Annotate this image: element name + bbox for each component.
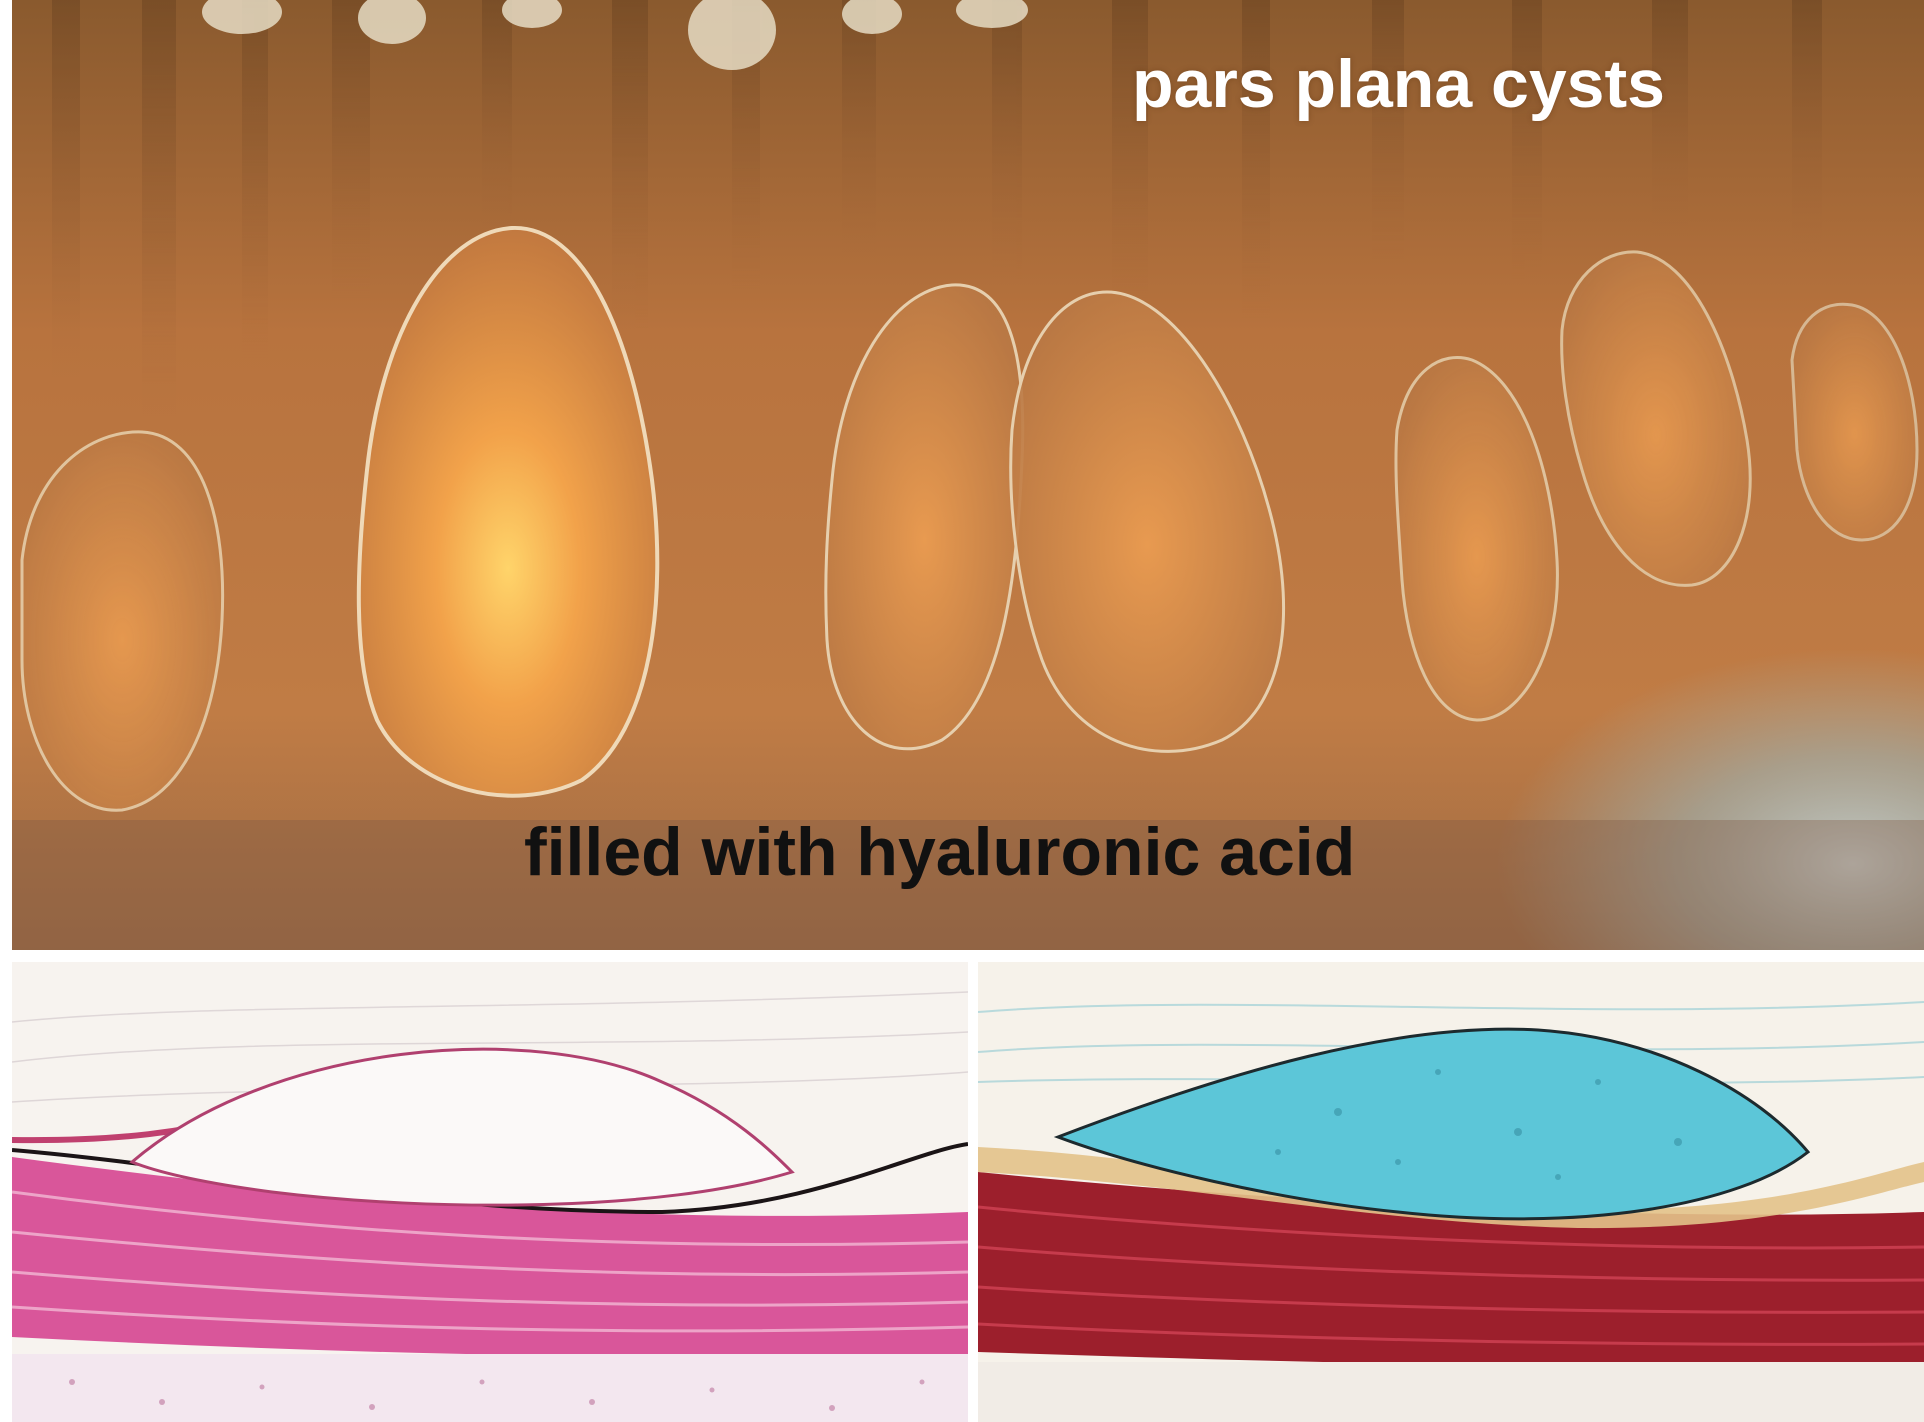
caption-hyaluronic-acid: filled with hyaluronic acid bbox=[524, 814, 1356, 890]
clinical-photo-pars-plana bbox=[12, 0, 1924, 950]
histology-he-panel bbox=[12, 962, 968, 1422]
histology-alcian-blue-panel bbox=[978, 962, 1924, 1422]
caption-pars-plana-cysts: pars plana cysts bbox=[1132, 46, 1665, 122]
